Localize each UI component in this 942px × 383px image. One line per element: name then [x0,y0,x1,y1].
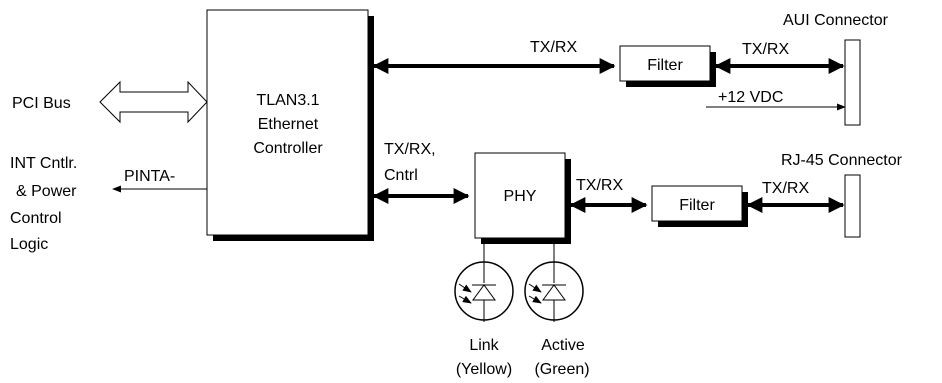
pci-bus-label: PCI Bus [12,95,71,112]
int-control-line-1: INT Cntlr. [10,155,77,172]
controller-label-3: Controller [253,140,323,157]
active-led-label-2: (Green) [534,361,589,378]
int-control-line-3: Control [10,210,62,227]
filter-bottom-block [651,185,743,222]
rj45-connector-label: RJ-45 Connector [781,152,903,169]
vdc-label: +12 VDC [718,89,783,106]
active-led-label-1: Active [541,337,585,354]
link-led-label-2: (Yellow) [456,361,512,378]
aui-connector-label: AUI Connector [783,12,889,29]
ctrl-phy-label-2: Cntrl [384,167,418,184]
rj45-connector [844,174,861,238]
filter-rj45-label: TX/RX [762,180,809,197]
pinta-label: PINTA- [124,168,175,185]
link-led-label-1: Link [469,337,499,354]
phy-label: PHY [504,188,537,205]
int-control-line-2: & Power [16,183,77,200]
filter-aui-label: TX/RX [742,41,789,58]
controller-block [206,9,369,236]
controller-label-1: TLAN3.1 [256,92,319,109]
link-led-icon [454,258,514,322]
int-control-line-4: Logic [10,236,48,253]
filter-bottom-label: Filter [679,197,715,214]
phy-filter-label: TX/RX [576,177,623,194]
pci-bus-arrow [99,80,208,124]
phy-block [474,152,566,239]
ctrl-phy-label-1: TX/RX, [384,141,436,158]
controller-label-2: Ethernet [258,116,319,133]
ctrl-filter-label: TX/RX [530,39,577,56]
aui-connector [844,39,861,126]
active-led-icon [524,258,584,322]
filter-top-block [619,45,711,82]
filter-top-label: Filter [647,57,683,74]
